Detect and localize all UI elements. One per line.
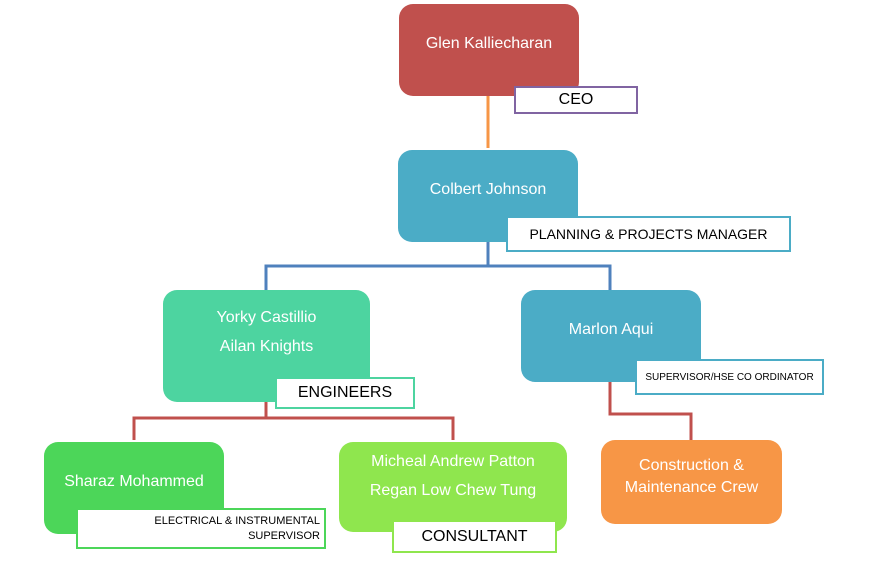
consultant-name-2: Regan Low Chew Tung [369, 482, 537, 499]
node-consultant[interactable]: Micheal Andrew Patton Regan Low Chew Tun… [339, 442, 567, 532]
connector-engineers-consultant [266, 416, 455, 440]
electrical-role-line-2: SUPERVISOR [248, 529, 320, 542]
supervisor-role-tag: SUPERVISOR/HSE CO ORDINATOR [635, 359, 824, 395]
crew-label-1: Construction & [639, 457, 744, 474]
engineer-name-1: Yorky Castillio [216, 309, 317, 326]
ceo-role-tag: CEO [514, 86, 638, 114]
engineers-role: ENGINEERS [297, 384, 393, 401]
consultant-name-1: Micheal Andrew Patton [371, 453, 535, 470]
connector-supervisor-crew [608, 382, 693, 440]
supervisor-role: SUPERVISOR/HSE CO ORDINATOR [645, 371, 814, 383]
connector-engineers-electrical [132, 402, 268, 440]
engineer-name-2: Ailan Knights [219, 338, 314, 355]
supervisor-name: Marlon Aqui [568, 320, 654, 338]
engineers-role-tag: ENGINEERS [275, 377, 415, 409]
crew-label-2: Maintenance Crew [624, 479, 759, 496]
electrical-role-tag: ELECTRICAL & INSTRUMENTAL SUPERVISOR [76, 508, 326, 549]
electrical-role-line-1: ELECTRICAL & INSTRUMENTAL [154, 514, 320, 527]
manager-role-tag: PLANNING & PROJECTS MANAGER [506, 216, 791, 252]
connector-manager-supervisor [488, 264, 612, 290]
connector-manager-reports [264, 240, 490, 290]
consultant-role: CONSULTANT [421, 527, 528, 545]
node-ceo[interactable]: Glen Kalliecharan [399, 4, 579, 96]
ceo-role: CEO [558, 91, 594, 108]
node-crew[interactable]: Construction & Maintenance Crew [601, 440, 782, 524]
manager-name: Colbert Johnson [429, 180, 547, 198]
electrical-name: Sharaz Mohammed [64, 472, 204, 490]
consultant-role-tag: CONSULTANT [392, 520, 557, 553]
manager-role: PLANNING & PROJECTS MANAGER [529, 226, 768, 242]
ceo-name: Glen Kalliecharan [425, 34, 553, 52]
